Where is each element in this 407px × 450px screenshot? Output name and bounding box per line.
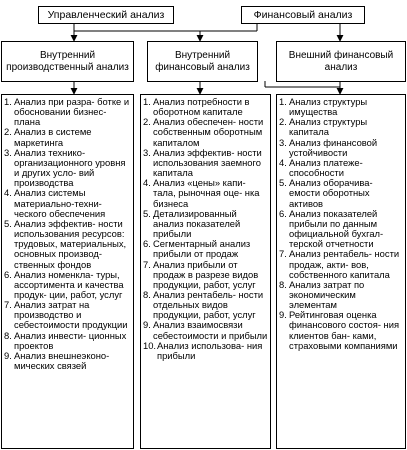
list-item-text: Анализ взаимосвязи себестоимости и прибы… xyxy=(153,319,268,341)
list-item-text: Анализ затрат на производство и себестои… xyxy=(14,299,128,331)
list-item-text: Сегментарный анализ прибыли от продаж xyxy=(153,238,251,260)
list-item-text: Анализ внешнеэконо- мических связей xyxy=(14,349,110,372)
external-financial-analysis-header: Внешний финансовый анализ xyxy=(276,41,406,82)
list-item-number: 1. xyxy=(4,96,12,107)
list-item-number: 1. xyxy=(279,96,287,107)
list-item-number: 3. xyxy=(4,146,12,158)
internal-financial-analysis-header: Внутренний финансовый анализ xyxy=(147,41,258,82)
list-item: 3.Анализ эффектив- ности использования з… xyxy=(143,146,269,179)
list-item: 7.Анализ прибыли от продаж в разрезе вид… xyxy=(143,258,269,290)
list-item-text: Анализ затрат по экономическим элементам xyxy=(289,278,365,311)
list-item-text: Анализ структуры капитала xyxy=(289,116,368,138)
header-label: Внутренний производственный анализ xyxy=(6,49,129,73)
list-item: 9.Анализ взаимосвязи себестоимости и при… xyxy=(143,320,269,340)
list-item: 9.Рейтинговая оценка финансового состоя-… xyxy=(279,310,404,351)
list-item: 8.Анализ инвести- ционных проектов xyxy=(4,329,132,351)
list-item-text: Анализ в системе маркетинга xyxy=(14,126,92,148)
list-item: 9.Анализ внешнеэконо- мических связей xyxy=(4,349,132,372)
management-analysis-label: Управленческий анализ xyxy=(47,8,165,21)
list-item: 4.Анализ платеже- способности xyxy=(279,156,404,179)
list-item-text: Анализ эффектив- ности использования рес… xyxy=(14,217,127,270)
list-item: 6.Анализ показателей прибыли по данным о… xyxy=(279,207,404,250)
list-item-text: Анализ эффектив- ности использования зае… xyxy=(153,146,262,179)
management-analysis-box: Управленческий анализ xyxy=(38,6,174,24)
list-item-number: 5. xyxy=(4,217,12,229)
list-item: 1.Анализ при разра- ботке и обосновании … xyxy=(4,96,132,128)
list-item-number: 2. xyxy=(4,126,12,138)
internal-financial-analysis-list: 1.Анализ потребности в оборотном капитал… xyxy=(140,94,271,449)
list-item: 2.Анализ в системе маркетинга xyxy=(4,127,132,147)
list-item-text: Анализ прибыли от продаж в разрезе видов… xyxy=(153,258,259,290)
list-item: 4.Анализ «цены» капи- тала, рыночная оце… xyxy=(143,177,269,209)
list-item-text: Анализ оборачива- емости оборотных актив… xyxy=(289,177,373,209)
list-item-text: Анализ «цены» капи- тала, рыночная оце- … xyxy=(153,177,260,209)
list-item-number: 4. xyxy=(143,177,151,189)
list-item: 6.Анализ номенкла- туры, ассортимента и … xyxy=(4,268,132,300)
list-item-text: Анализ системы материально-техни- ческог… xyxy=(14,187,106,219)
list-item-text: Анализ показателей прибыли по данным офи… xyxy=(289,207,384,250)
list-item: 7.Анализ рентабель- ности продаж, акти- … xyxy=(279,248,404,280)
internal-production-analysis-header: Внутренний производственный анализ xyxy=(1,41,134,82)
list-item-number: 5. xyxy=(279,177,287,189)
list-item-number: 6. xyxy=(4,268,12,280)
list-item: 7.Анализ затрат на производство и себест… xyxy=(4,299,132,331)
list-item-number: 7. xyxy=(143,258,151,270)
list-item-text: Анализ инвести- ционных проектов xyxy=(14,329,127,351)
list-item: 3.Анализ финансовой устойчивости xyxy=(279,136,404,158)
list-item-number: 1. xyxy=(143,96,151,107)
list-item: 6.Сегментарный анализ прибыли от продаж xyxy=(143,239,269,259)
list-item-text: Детализированный анализ показателей приб… xyxy=(153,207,241,240)
list-item-text: Анализ при разра- ботке и обосновании би… xyxy=(14,96,130,128)
list-item-text: Анализ финансовой устойчивости xyxy=(289,136,378,158)
internal-production-analysis-list: 1.Анализ при разра- ботке и обосновании … xyxy=(1,94,134,449)
list-item-number: 6. xyxy=(279,207,287,219)
header-label: Внутренний финансовый анализ xyxy=(155,49,250,73)
list-item-text: Рейтинговая оценка финансового состоя- н… xyxy=(289,309,400,351)
list-item-text: Анализ потребности в оборотном капитале xyxy=(153,96,250,118)
list-item-text: Анализ рентабель- ности продаж, акти- во… xyxy=(289,248,400,280)
list-item: 10.Анализ использова- ния прибыли xyxy=(143,339,269,361)
list-item: 5.Анализ оборачива- емости оборотных акт… xyxy=(279,177,404,209)
list-item: 5.Детализированный анализ показателей пр… xyxy=(143,207,269,240)
list-item-number: 7. xyxy=(4,299,12,311)
list-item: 2.Анализ обеспечен- ности собственным об… xyxy=(143,116,269,148)
list-item-number: 7. xyxy=(279,248,287,260)
list-item-number: 9. xyxy=(4,349,12,361)
list-item-number: 2. xyxy=(143,116,151,128)
list-item-number: 3. xyxy=(143,146,151,158)
list-item: 1.Анализ структуры имущества xyxy=(279,96,404,118)
list-item-number: 9. xyxy=(143,319,151,331)
list-item-number: 10. xyxy=(143,339,157,351)
list-item-number: 3. xyxy=(279,136,287,148)
list-item-text: Анализ платеже- способности xyxy=(289,156,363,179)
list-item: 3.Анализ технико- организационного уровн… xyxy=(4,146,132,189)
list-item-text: Анализ технико- организационного уровня … xyxy=(14,146,126,189)
list-item: 2.Анализ структуры капитала xyxy=(279,117,404,137)
list-item-number: 8. xyxy=(279,278,287,290)
list-item-text: Анализ номенкла- туры, ассортимента и ка… xyxy=(14,268,124,300)
list-item: 1.Анализ потребности в оборотном капитал… xyxy=(143,96,269,118)
list-item: 4.Анализ системы материально-техни- ческ… xyxy=(4,187,132,219)
list-item-number: 4. xyxy=(4,187,12,199)
list-item-number: 8. xyxy=(4,329,12,341)
header-label: Внешний финансовый анализ xyxy=(288,49,394,73)
list-item: 8.Анализ затрат по экономическим элемент… xyxy=(279,278,404,311)
list-item: 5.Анализ эффектив- ности использования р… xyxy=(4,217,132,270)
financial-analysis-label: Финансовый анализ xyxy=(253,8,353,21)
list-item-number: 6. xyxy=(143,238,151,250)
list-item-text: Анализ обеспечен- ности собственным обор… xyxy=(153,116,264,148)
list-item-number: 5. xyxy=(143,207,151,219)
list-item-number: 4. xyxy=(279,156,287,168)
list-item-number: 9. xyxy=(279,309,287,321)
financial-analysis-box: Финансовый анализ xyxy=(241,6,365,24)
list-item-text: Анализ структуры имущества xyxy=(289,96,368,118)
list-item-text: Анализ использова- ния прибыли xyxy=(157,339,263,361)
list-item-number: 2. xyxy=(279,116,287,128)
list-item: 8.Анализ рентабель- ности отдельных видо… xyxy=(143,288,269,321)
list-item-number: 8. xyxy=(143,288,151,300)
list-item-text: Анализ рентабель- ности отдельных видов … xyxy=(153,288,264,321)
